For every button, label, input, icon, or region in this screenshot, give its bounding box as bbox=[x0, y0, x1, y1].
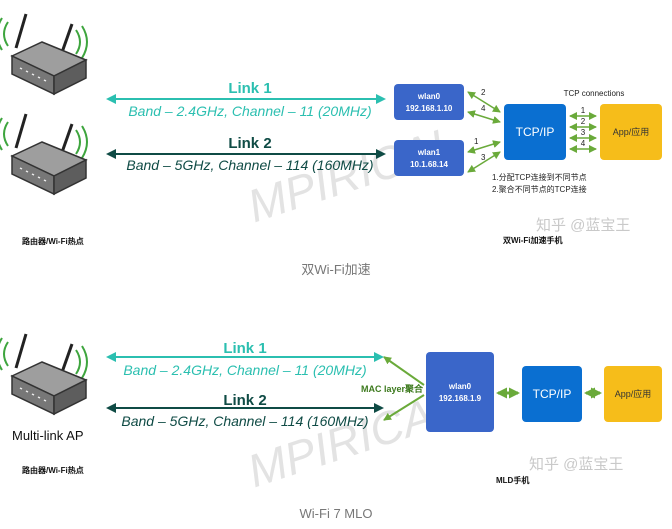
multilink-ap-label: Multi-link AP bbox=[12, 428, 84, 443]
link2-band: Band – 5GHz, Channel – 114 (160MHz) bbox=[126, 157, 373, 173]
mac-arrow-top bbox=[383, 356, 425, 386]
wlan1-ip: 10.1.68.14 bbox=[410, 160, 448, 169]
router-1-icon bbox=[0, 12, 89, 96]
tcpip-label-2: TCP/IP bbox=[533, 387, 572, 401]
tcp-conn-num-1: 1 bbox=[581, 106, 586, 115]
link2-band-2: Band – 5GHz, Channel – 114 (160MHz) bbox=[121, 413, 368, 429]
wlan0-ip-2: 192.168.1.9 bbox=[439, 394, 482, 403]
app-label-1: App/应用 bbox=[613, 126, 650, 137]
conn-wlan1-a bbox=[467, 140, 501, 154]
multilink-ap-icon bbox=[0, 332, 89, 416]
zhihu-watermark-2: 知乎 @蓝宝王 bbox=[529, 456, 623, 473]
wlan0-box bbox=[394, 84, 464, 120]
router-label-2: 路由器/Wi-Fi热点 bbox=[22, 465, 84, 475]
conn-num-left-3: 1 bbox=[474, 137, 479, 146]
phone-label-2: MLD手机 bbox=[496, 475, 529, 485]
conn-num-left-4: 3 bbox=[481, 153, 486, 162]
link1-band: Band – 2.4GHz, Channel – 11 (20MHz) bbox=[128, 103, 371, 119]
tcpip-box-1 bbox=[504, 104, 566, 160]
mac-arrow-bottom bbox=[383, 394, 425, 421]
wlan0-ip: 192.168.1.10 bbox=[406, 104, 453, 113]
tcpip-label-1: TCP/IP bbox=[516, 125, 555, 139]
panel-dual-wifi: MPIRICAL Link 1 Band – 2.4GHz, Channel –… bbox=[0, 12, 662, 277]
mac-layer-label: MAC layer聚合 bbox=[361, 383, 424, 394]
note-1: 1.分配TCP连接到不同节点 bbox=[492, 172, 587, 182]
link1-title: Link 1 bbox=[228, 80, 271, 97]
link2-title: Link 2 bbox=[228, 135, 271, 152]
app-box-2 bbox=[604, 366, 662, 422]
note-2: 2.聚合不同节点的TCP连接 bbox=[492, 184, 587, 194]
tcpip-box-2 bbox=[522, 366, 582, 422]
tcp-conn-num-4: 4 bbox=[581, 139, 586, 148]
link1-title-2: Link 1 bbox=[223, 340, 266, 357]
caption-2: Wi-Fi 7 MLO bbox=[300, 506, 373, 521]
panel-wifi7-mlo: Multi-link AP MPIRICAL Link 1 Band – 2.4… bbox=[0, 332, 662, 521]
tcp-conn-num-3: 3 bbox=[581, 128, 586, 137]
caption-1: 双Wi-Fi加速 bbox=[301, 262, 370, 277]
app-label-2: App/应用 bbox=[615, 388, 652, 399]
link2-title-2: Link 2 bbox=[223, 392, 266, 409]
wlan0-box-2 bbox=[426, 352, 494, 432]
link1-band-2: Band – 2.4GHz, Channel – 11 (20MHz) bbox=[123, 362, 366, 378]
app-box-1 bbox=[600, 104, 662, 160]
zhihu-watermark-1: 知乎 @蓝宝王 bbox=[536, 217, 630, 234]
tcp-conn-num-2: 2 bbox=[581, 117, 586, 126]
wlan0-name-2: wlan0 bbox=[448, 382, 472, 391]
conn-wlan0-b bbox=[467, 110, 501, 124]
wlan1-name: wlan1 bbox=[417, 148, 441, 157]
phone-label-1: 双Wi-Fi加速手机 bbox=[503, 235, 562, 245]
conn-wlan0-a bbox=[467, 91, 501, 113]
conn-num-left-1: 2 bbox=[481, 88, 486, 97]
router-label-1: 路由器/Wi-Fi热点 bbox=[22, 236, 84, 246]
wlan1-box bbox=[394, 140, 464, 176]
router-2-icon bbox=[0, 112, 89, 196]
conn-wlan1-b bbox=[467, 151, 501, 173]
tcp-connections-label: TCP connections bbox=[564, 89, 625, 98]
conn-num-left-2: 4 bbox=[481, 104, 486, 113]
wlan0-name: wlan0 bbox=[417, 92, 441, 101]
